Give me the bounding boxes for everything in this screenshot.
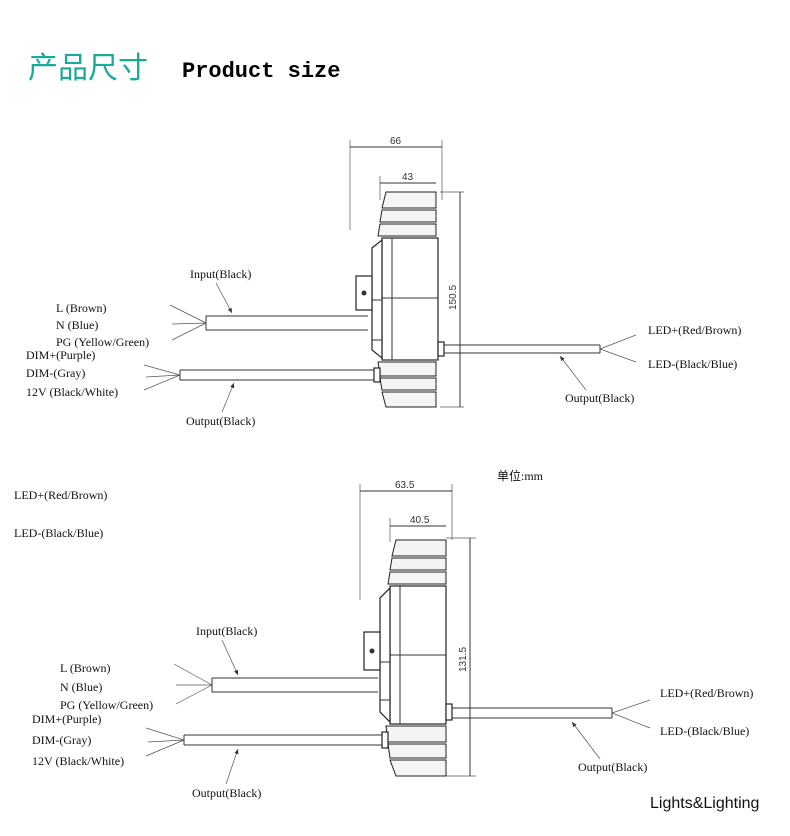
wire-label-pg: PG (Yellow/Green): [60, 698, 153, 712]
wire-label-pg: PG (Yellow/Green): [56, 335, 149, 349]
legend-led-minus: LED-(Black/Blue): [14, 526, 103, 540]
input-label: Input(Black): [190, 267, 251, 281]
wire-label-12v: 12V (Black/White): [26, 385, 118, 399]
heatsink-fins-bottom: [385, 725, 447, 777]
led-minus-label: LED-(Black/Blue): [648, 357, 737, 371]
heatsink-fins-top: [387, 539, 447, 585]
unit-label: 单位:mm: [497, 468, 544, 483]
brand-watermark: Lights&Lighting: [650, 795, 759, 812]
heatsink-fins-bottom: [377, 361, 437, 408]
dim-output-label: Output(Black): [192, 786, 261, 800]
wire-label-dim-minus: DIM-(Gray): [32, 733, 91, 747]
dim-output-label: Output(Black): [186, 414, 255, 428]
bottom-driver: 63.5 40.5 131.5: [32, 480, 753, 800]
wire-label-dim-plus: DIM+(Purple): [32, 712, 101, 726]
wire-label-12v: 12V (Black/White): [32, 754, 124, 768]
title-cn: 产品尺寸: [28, 51, 148, 86]
top-driver: 66 43 150.5: [26, 136, 741, 428]
dim-body: 40.5: [410, 515, 430, 526]
dim-height: 131.5: [458, 647, 469, 672]
wire-label-n: N (Blue): [60, 680, 102, 694]
dim-total: 66: [390, 136, 402, 147]
led-plus-label: LED+(Red/Brown): [648, 323, 741, 337]
dim-body: 43: [402, 172, 414, 183]
title-en: Product size: [182, 59, 340, 84]
output-label: Output(Black): [578, 760, 647, 774]
wire-label-n: N (Blue): [56, 318, 98, 332]
driver-body: [381, 237, 439, 361]
dim-height: 150.5: [448, 285, 459, 310]
wire-label-l: L (Brown): [60, 661, 111, 675]
input-label: Input(Black): [196, 624, 257, 638]
wire-label-l: L (Brown): [56, 301, 107, 315]
led-minus-label: LED-(Black/Blue): [660, 724, 749, 738]
wire-label-dim-plus: DIM+(Purple): [26, 348, 95, 362]
heatsink-fins-top: [377, 191, 437, 237]
wire-label-dim-minus: DIM-(Gray): [26, 366, 85, 380]
dim-total: 63.5: [395, 480, 415, 491]
led-plus-label: LED+(Red/Brown): [660, 686, 753, 700]
output-label: Output(Black): [565, 391, 634, 405]
legend-led-plus: LED+(Red/Brown): [14, 488, 107, 502]
